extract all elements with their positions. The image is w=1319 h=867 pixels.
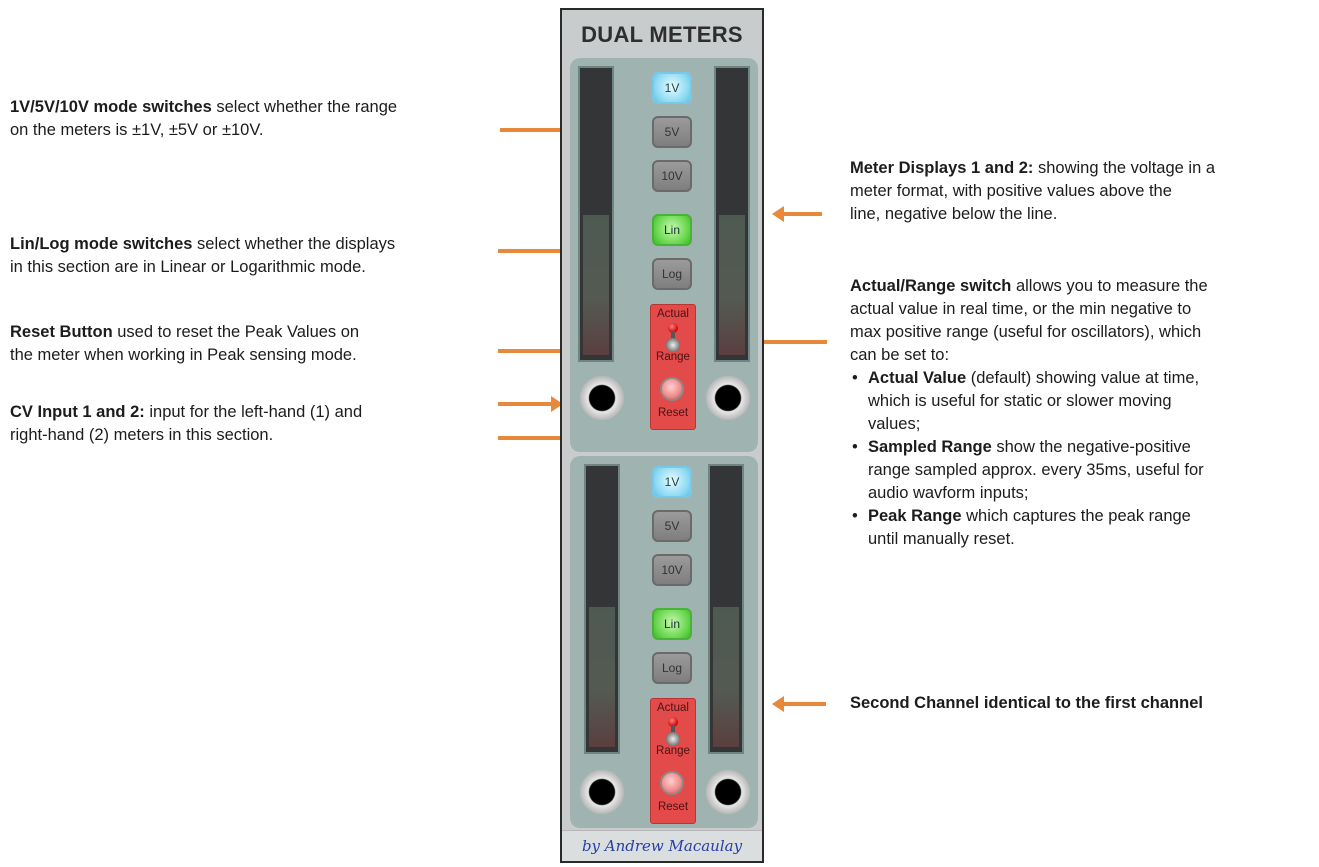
- module-title: DUAL METERS: [581, 22, 743, 47]
- dual-meters-module: DUAL METERS 1V 5V 10V Lin Log Actual Ran…: [560, 8, 764, 863]
- lin-mode-button[interactable]: Lin: [652, 214, 692, 246]
- note-linlog-line2: in this section are in Linear or Logarit…: [10, 258, 366, 276]
- note-cv-line2: right-hand (2) meters in this section.: [10, 426, 274, 444]
- toggle-base: [666, 732, 680, 746]
- note-actual-bullets: Actual Value (default) showing value at …: [850, 367, 1315, 551]
- toggle-base: [666, 338, 680, 352]
- note-reset-title: Reset Button: [10, 323, 113, 341]
- reset-label: Reset: [657, 407, 689, 419]
- note-linlog-text: select whether the displays: [192, 235, 396, 253]
- meter-display-1: [584, 464, 620, 754]
- arrow-cv-input-1: [498, 396, 563, 412]
- note-second-title: Second Channel identical to the first ch…: [850, 694, 1203, 712]
- note-reset-line2: the meter when working in Peak sensing m…: [10, 346, 357, 364]
- note-linlog-title: Lin/Log mode switches: [10, 235, 193, 253]
- cv-input-2-jack[interactable]: [706, 770, 750, 814]
- note-meters-title: Meter Displays 1 and 2:: [850, 159, 1034, 177]
- toggle-stem: [671, 725, 675, 735]
- toggle-stem: [671, 331, 675, 341]
- note-meter-displays: Meter Displays 1 and 2: showing the volt…: [850, 157, 1215, 226]
- note-actual-line2: actual value in real time, or the min ne…: [850, 300, 1192, 318]
- actual-range-panel: Actual Range Reset: [650, 698, 696, 824]
- range-10v-button[interactable]: 10V: [652, 160, 692, 192]
- cv-input-2-jack[interactable]: [706, 376, 750, 420]
- reset-button[interactable]: [660, 377, 684, 401]
- note-cv-text: input for the left-hand (1) and: [144, 403, 363, 421]
- arrow-meter-displays: [772, 206, 822, 222]
- note-second-channel: Second Channel identical to the first ch…: [850, 692, 1203, 715]
- note-actual-text: allows you to measure the: [1011, 277, 1208, 295]
- switch-label-range: Range: [656, 745, 690, 757]
- meter-display-1: [578, 66, 614, 362]
- note-actual-line3: max positive range (useful for oscillato…: [850, 323, 1202, 341]
- bullet-actual-value: Actual Value (default) showing value at …: [852, 367, 1315, 436]
- note-reset-text: used to reset the Peak Values on: [112, 323, 360, 341]
- note-actual-range-switch: Actual/Range switch allows you to measur…: [850, 275, 1315, 551]
- actual-range-toggle[interactable]: [664, 717, 682, 746]
- log-mode-button[interactable]: Log: [652, 258, 692, 290]
- range-10v-button[interactable]: 10V: [652, 554, 692, 586]
- note-meters-line2: meter format, with positive values above…: [850, 182, 1172, 200]
- arrow-second-channel: [772, 696, 826, 712]
- note-meters-line3: line, negative below the line.: [850, 205, 1058, 223]
- switch-label-actual: Actual: [657, 702, 689, 714]
- switch-label-actual: Actual: [657, 308, 689, 320]
- meter-lower-half: [719, 215, 745, 355]
- lin-mode-button[interactable]: Lin: [652, 608, 692, 640]
- note-range-line2: on the meters is ±1V, ±5V or ±10V.: [10, 121, 264, 139]
- note-cv-input: CV Input 1 and 2: input for the left-han…: [10, 401, 362, 447]
- cv-input-1-jack[interactable]: [580, 376, 624, 420]
- meter-display-2: [714, 66, 750, 362]
- log-mode-button[interactable]: Log: [652, 652, 692, 684]
- meter-lower-half: [713, 607, 739, 747]
- channel-2-section: 1V 5V 10V Lin Log Actual Range Reset: [570, 456, 758, 828]
- channel-1-section: 1V 5V 10V Lin Log Actual Range Reset: [570, 58, 758, 452]
- cv-input-1-jack[interactable]: [580, 770, 624, 814]
- switch-label-range: Range: [656, 351, 690, 363]
- note-cv-title: CV Input 1 and 2:: [10, 403, 145, 421]
- meter-display-2: [708, 464, 744, 754]
- note-reset-button: Reset Button used to reset the Peak Valu…: [10, 321, 359, 367]
- reset-button[interactable]: [660, 771, 684, 795]
- note-meters-text: showing the voltage in a: [1033, 159, 1216, 177]
- toggle-knob: [668, 717, 678, 727]
- actual-range-panel: Actual Range Reset: [650, 304, 696, 430]
- range-5v-button[interactable]: 5V: [652, 510, 692, 542]
- note-actual-line4: can be set to:: [850, 346, 950, 364]
- module-footer: by Andrew Macaulay: [562, 830, 762, 861]
- range-1v-button[interactable]: 1V: [652, 72, 692, 104]
- note-actual-title: Actual/Range switch: [850, 277, 1012, 295]
- bullet-sampled-range: Sampled Range show the negative-positive…: [852, 436, 1315, 505]
- actual-range-toggle[interactable]: [664, 323, 682, 352]
- toggle-knob: [668, 323, 678, 333]
- meter-lower-half: [583, 215, 609, 355]
- note-range-title: 1V/5V/10V mode switches: [10, 98, 212, 116]
- meter-lower-half: [589, 607, 615, 747]
- reset-label: Reset: [657, 801, 689, 813]
- note-range-switches: 1V/5V/10V mode switches select whether t…: [10, 96, 397, 142]
- note-range-text: select whether the range: [211, 98, 398, 116]
- note-linlog-switches: Lin/Log mode switches select whether the…: [10, 233, 395, 279]
- range-1v-button[interactable]: 1V: [652, 466, 692, 498]
- bullet-peak-range: Peak Range which captures the peak range…: [852, 505, 1315, 551]
- range-5v-button[interactable]: 5V: [652, 116, 692, 148]
